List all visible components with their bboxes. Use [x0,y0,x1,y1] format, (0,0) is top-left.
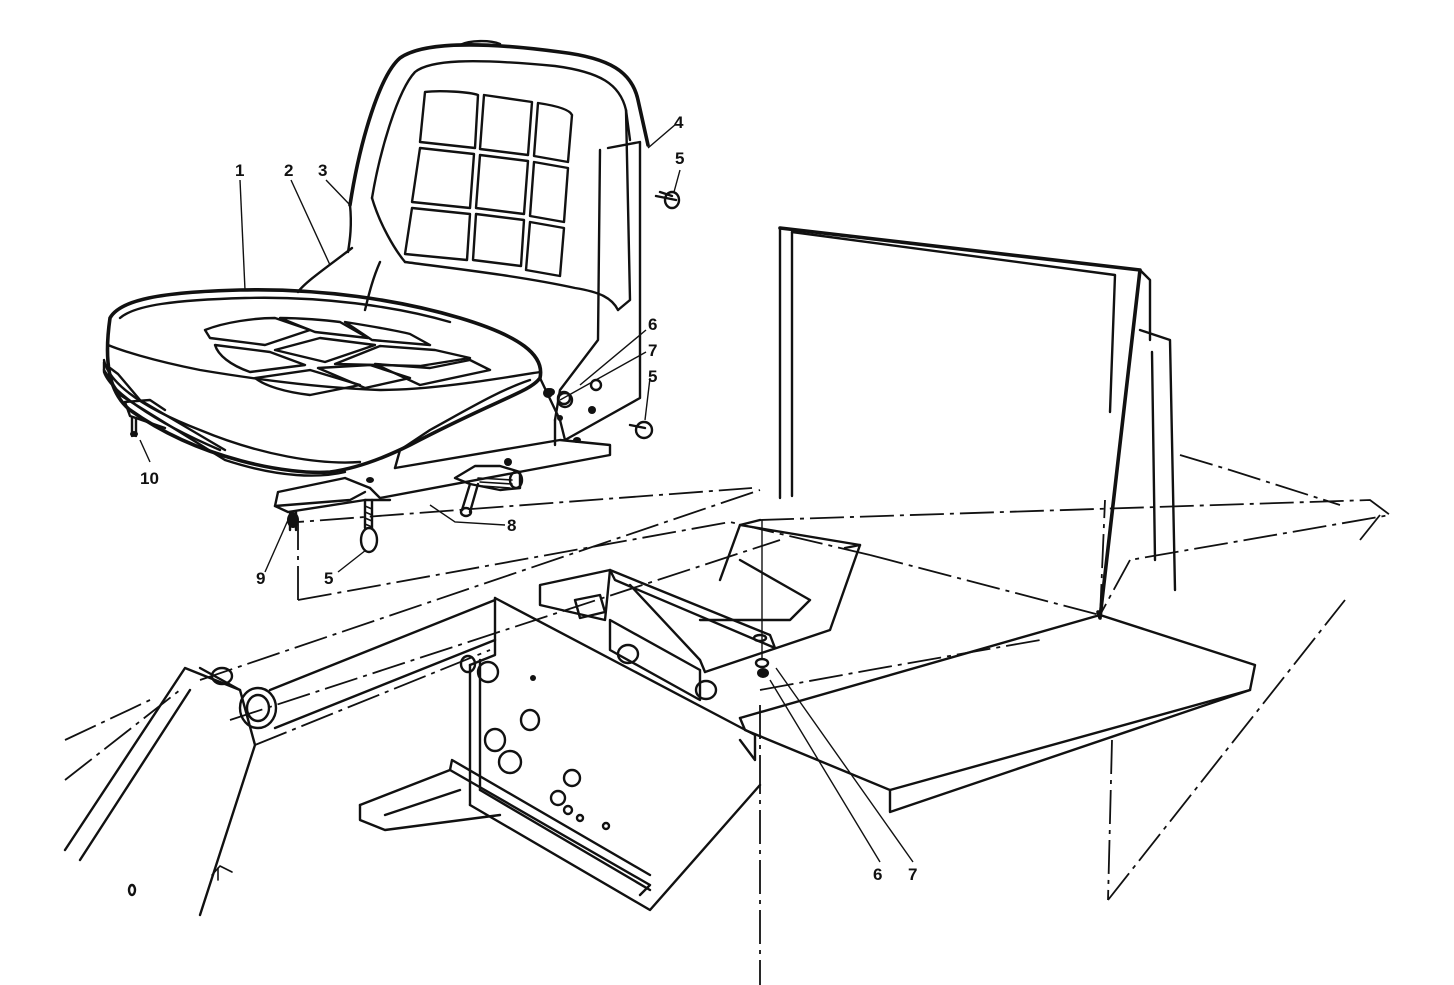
seat-pan [102,366,562,477]
callout-6-lower: 6 [873,865,882,884]
left-arm [63,649,491,917]
right-fender [738,613,1257,814]
plate-hardware [754,520,770,678]
callout-7-lower: 7 [908,865,917,884]
footrest-bracket [358,758,652,897]
callout-3: 3 [318,161,327,180]
seat-cushion [102,287,543,475]
callout-7-upper: 7 [648,341,657,360]
callout-5-side: 5 [648,367,657,386]
leader-lines [139,123,914,863]
back-support-inner [363,260,382,312]
callout-1: 1 [235,161,244,180]
seat [102,39,681,554]
callout-5-upper: 5 [675,149,684,168]
cross-tube [198,598,497,730]
callout-6-upper: 6 [648,315,657,334]
callout-5-lower: 5 [324,569,333,588]
callout-2: 2 [284,161,293,180]
seat-slide-rails [123,398,612,532]
frame-side-wall [459,596,762,912]
side-hardware [359,190,681,554]
callout-8: 8 [507,516,516,535]
callout-10: 10 [140,469,159,488]
callout-9: 9 [256,569,265,588]
seat-back-panel [778,226,1177,620]
callout-4: 4 [674,113,684,132]
back-support [296,246,354,294]
seat-back [346,39,650,312]
seat-mount-plate [538,518,862,702]
callouts: 1 2 3 4 5 6 7 5 10 8 9 5 6 7 [140,113,917,884]
seat-adjust-lever [453,458,524,518]
frame-assembly [63,226,1393,985]
